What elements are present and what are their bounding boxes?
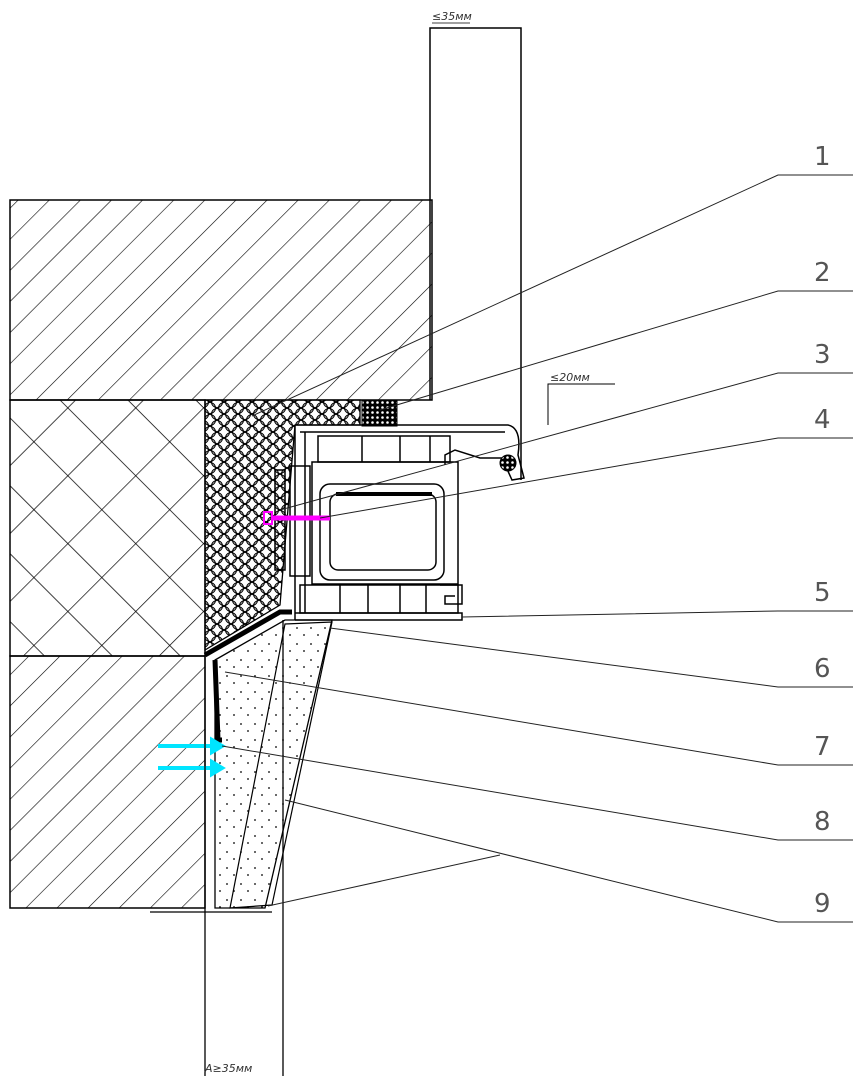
middle-dimension-label: ≤20мм xyxy=(550,371,590,384)
plaster-slope xyxy=(214,619,333,909)
water-flow-arrows xyxy=(158,736,226,778)
callout-leaders xyxy=(221,174,853,923)
callout-numbers: 1 2 3 4 5 6 7 8 9 xyxy=(814,142,831,919)
window-frame-profile xyxy=(274,424,525,621)
callout-8: 8 xyxy=(814,807,831,837)
insulation-block xyxy=(9,399,206,657)
sealing-tape xyxy=(361,399,398,427)
glazing-gasket xyxy=(499,454,517,472)
callout-7: 7 xyxy=(814,732,831,762)
callout-1: 1 xyxy=(814,142,831,172)
upper-masonry-block xyxy=(9,199,433,401)
top-dimension-lines xyxy=(429,27,522,480)
callout-4: 4 xyxy=(814,405,831,435)
vapour-barrier xyxy=(203,609,292,658)
callout-9: 9 xyxy=(814,889,831,919)
bottom-dimension-label: A≥35мм xyxy=(204,1062,252,1075)
callout-6: 6 xyxy=(814,654,831,684)
middle-dimension-lines xyxy=(547,383,615,425)
callout-3: 3 xyxy=(814,340,831,370)
lower-masonry-block xyxy=(9,655,206,909)
callout-5: 5 xyxy=(814,578,831,608)
top-dimension-label: ≤35мм xyxy=(432,10,472,23)
callout-2: 2 xyxy=(814,258,831,288)
